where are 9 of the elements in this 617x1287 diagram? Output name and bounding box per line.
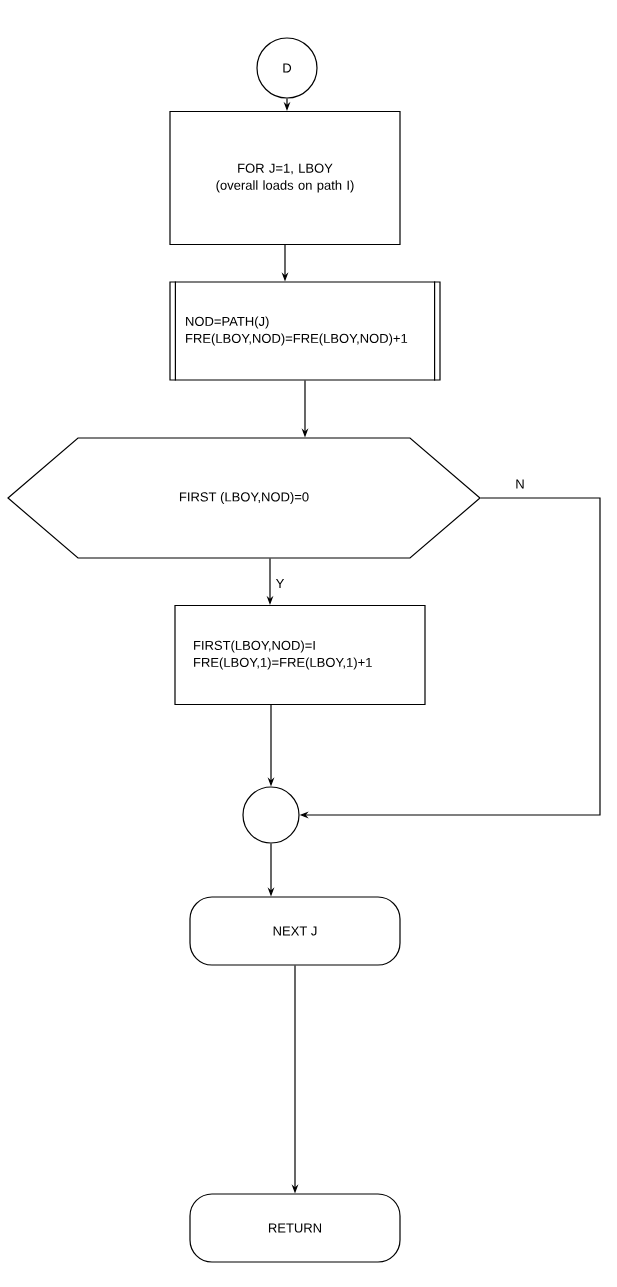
process-box: FOR J=1, LBOY (overall loads on path I) — [169, 110, 401, 246]
edge-label: N — [514, 478, 526, 490]
process-box: FIRST(LBOY,NOD)=I FRE(LBOY,1)=FRE(LBOY,1)+1 — [174, 604, 426, 706]
terminal-box: RETURN — [189, 1193, 401, 1263]
edge-label: Y — [274, 578, 286, 589]
decision-hexagon: FIRST (LBOY,NOD)=0 — [7, 437, 481, 559]
terminal-box: NEXT J — [189, 896, 401, 966]
connector-circle — [242, 786, 300, 844]
predefined-process-box: NOD=PATH(J) FRE(LBOY,NOD)=FRE(LBOY,NOD)+1 — [169, 280, 441, 382]
